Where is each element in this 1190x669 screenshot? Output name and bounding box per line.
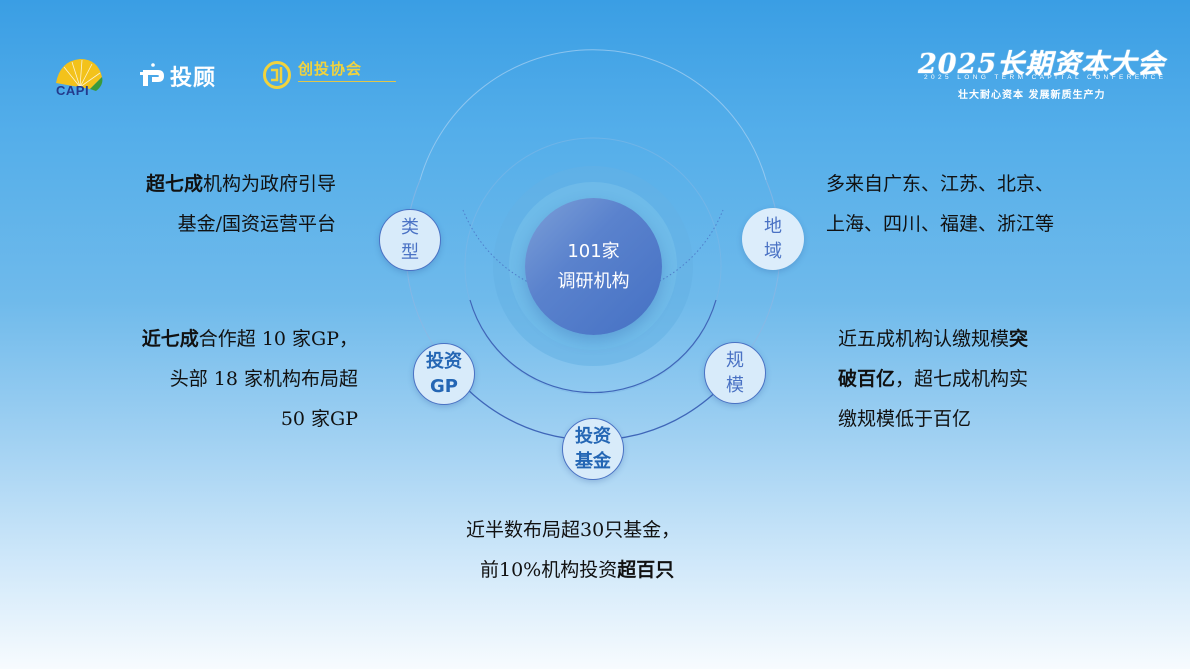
dotted-ring	[462, 209, 724, 299]
gp-line3: 50 家GP	[280, 408, 358, 430]
scale-highlight-b: 破百亿	[838, 368, 896, 390]
capi-logo-text: CAPI	[56, 83, 90, 98]
node-scale-line2: 模	[726, 375, 744, 396]
conference-slogan: 壮大耐心资本 发展新质生产力	[958, 90, 1106, 101]
fund-highlight: 超百只	[617, 559, 675, 581]
center-label: 调研机构	[557, 270, 630, 292]
inner-ring-bottom	[469, 299, 717, 394]
gp-line2: 头部 18 家机构布局超	[169, 368, 358, 390]
node-fund: 投资 基金	[562, 418, 624, 480]
scale-description: 近五成机构认缴规模突 破百亿，超七成机构实 缴规模低于百亿	[838, 319, 1028, 439]
node-gp-line1: 投资	[426, 351, 462, 372]
chuangtou-logo-text: 创投协会	[298, 60, 363, 78]
node-scale-line1: 规	[726, 350, 744, 371]
node-region-line2: 域	[764, 241, 782, 262]
fund-description: 近半数布局超30只基金， 前10%机构投资超百只	[466, 510, 680, 590]
scale-line1: 近五成机构认缴规模	[838, 328, 1010, 350]
type-line2: 基金/国资运营平台	[177, 213, 336, 235]
outer-ring-right	[745, 179, 781, 356]
node-type-line1: 类	[401, 217, 419, 238]
scale-highlight-a: 突	[1009, 328, 1029, 350]
gp-description: 近七成合作超 10 家GP， 头部 18 家机构布局超 50 家GP	[142, 319, 358, 439]
inner-ring	[464, 137, 722, 395]
tougu-logo: 投顾	[140, 60, 216, 92]
chuangtou-emblem-icon	[263, 60, 291, 89]
node-type: 类 型	[379, 209, 441, 271]
center-count: 101家	[567, 240, 620, 262]
outer-ring-top	[419, 49, 767, 181]
capi-fan-icon	[56, 59, 103, 91]
region-line1: 多来自广东、江苏、北京、	[826, 173, 1055, 195]
node-region: 地 域	[742, 208, 804, 270]
region-description: 多来自广东、江苏、北京、 上海、四川、福建、浙江等	[826, 164, 1054, 244]
node-fund-line2: 基金	[575, 451, 611, 472]
fund-line1: 近半数布局超30只基金，	[466, 519, 681, 541]
tougu-logo-text: 投顾	[170, 66, 217, 91]
type-line1: 机构为政府引导	[202, 173, 336, 195]
node-gp: 投资 GP	[413, 343, 475, 405]
conference-title: 2025长期资本大会	[918, 49, 1166, 80]
type-description: 超七成机构为政府引导 基金/国资运营平台	[146, 164, 336, 244]
tougu-mark-icon	[140, 63, 164, 86]
scale-line2: ，超七成机构实	[895, 368, 1029, 390]
scale-line3: 缴规模低于百亿	[838, 408, 972, 430]
node-scale: 规 模	[704, 342, 766, 404]
conference-subtitle-en: 2025 LONG TERM CAPITAL CONFERENCE	[924, 74, 1167, 81]
node-region-line1: 地	[764, 216, 782, 237]
type-highlight: 超七成	[145, 173, 203, 195]
chuangtou-logo-subtext	[298, 81, 396, 91]
node-fund-line1: 投资	[575, 426, 611, 447]
chuangtou-logo: 创投协会	[262, 58, 396, 91]
fund-line2: 前10%机构投资	[480, 559, 618, 581]
center-summary-circle: 101家 调研机构	[525, 198, 662, 335]
gp-highlight: 近七成	[141, 328, 199, 350]
node-gp-line2: GP	[430, 376, 458, 397]
node-type-line2: 型	[401, 242, 419, 263]
gp-line1: 合作超 10 家GP，	[198, 328, 358, 350]
region-line2: 上海、四川、福建、浙江等	[826, 213, 1055, 235]
